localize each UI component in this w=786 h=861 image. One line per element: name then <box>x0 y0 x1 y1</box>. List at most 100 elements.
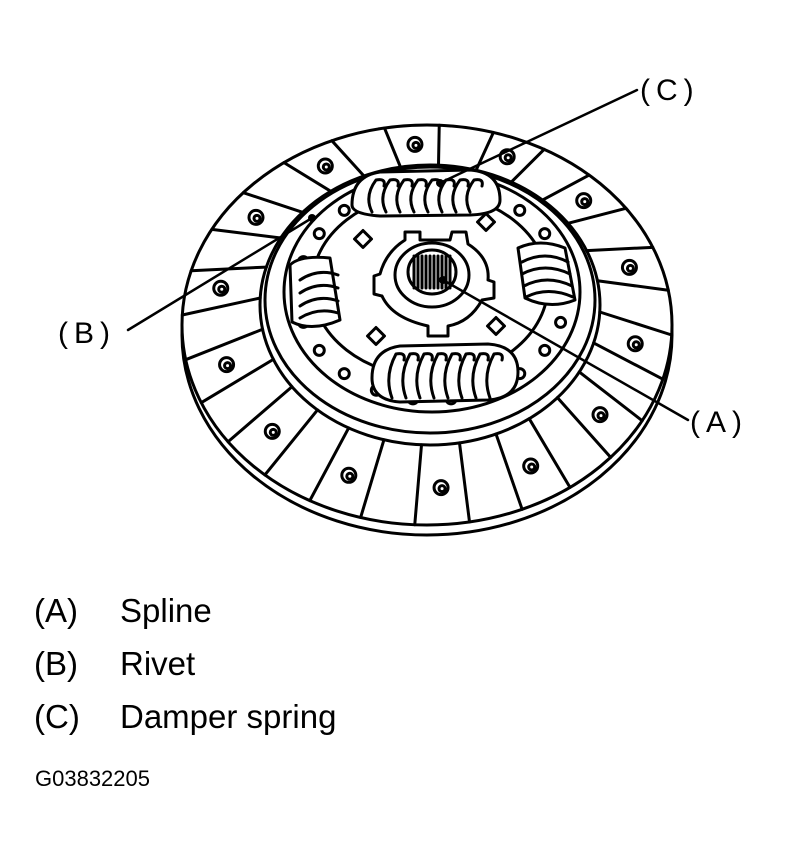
damper-spring-top <box>350 168 502 218</box>
lining-rivet <box>340 466 358 484</box>
retainer-rivet <box>312 227 326 241</box>
spring-coil <box>485 352 504 400</box>
pointer-dot-b <box>308 214 316 222</box>
legend: (A) Spline (B) Rivet (C) Damper spring <box>34 592 336 751</box>
retainer-rivet <box>538 227 552 241</box>
spring-coil <box>415 352 434 400</box>
lining-segment-line <box>577 370 644 423</box>
legend-key: (C) <box>34 698 80 735</box>
lining-rivet <box>218 356 236 374</box>
spring-coil <box>409 178 428 214</box>
lining-segment-line <box>592 341 665 381</box>
lining-segment-line <box>598 310 674 337</box>
retainer-rivet <box>337 203 351 217</box>
lining-segment-line <box>436 123 441 167</box>
retainer-rivet <box>312 343 326 357</box>
spring-coil <box>465 178 484 214</box>
lining-rivet <box>620 258 638 276</box>
window-diamond <box>476 212 496 232</box>
spring-coil <box>471 352 490 400</box>
lining-rivet-hole <box>437 484 447 494</box>
legend-row-rivet: (B) Rivet <box>34 645 336 698</box>
lining-segment-line <box>413 443 424 527</box>
lining-rivet-hole <box>321 162 331 172</box>
legend-key: (B) <box>34 645 78 682</box>
lining-rivet-hole <box>223 361 233 371</box>
lining-rivet <box>316 157 334 175</box>
lining-segment-line <box>509 147 546 184</box>
spline-bore <box>406 248 458 296</box>
lining-segment-line <box>585 245 655 253</box>
lining-rivet-hole <box>411 140 421 150</box>
hub-collar <box>393 241 471 309</box>
lining-segment-line <box>457 441 472 524</box>
leader-line-c <box>438 88 639 185</box>
figure-code: G03832205 <box>35 766 150 791</box>
lining-rivet-hole <box>527 462 537 472</box>
lining-rivet <box>522 457 540 475</box>
lining-segment-line <box>263 408 319 477</box>
retainer-rivet <box>513 203 527 217</box>
window-diamond <box>486 316 506 336</box>
lining-segment-line <box>555 396 613 459</box>
spring-coil <box>395 178 414 214</box>
lining-rivet-hole <box>268 427 278 437</box>
lining-segment-line <box>226 385 294 444</box>
lining-segment-line <box>184 327 265 362</box>
legend-label: Damper spring <box>120 698 337 735</box>
leader-line-a <box>441 278 690 422</box>
lining-segment-line <box>595 279 670 292</box>
lining-rivet <box>498 148 516 166</box>
lining-rivet <box>575 192 593 210</box>
window-diamond <box>366 326 386 346</box>
spring-coil <box>367 178 386 214</box>
lining-rivet-hole <box>217 284 227 294</box>
lining-segment-line <box>210 227 283 240</box>
legend-row-damper-spring: (C) Damper spring <box>34 698 336 751</box>
spring-coil <box>451 178 470 214</box>
lining-segment-line <box>308 426 351 503</box>
spring-coil <box>401 352 420 400</box>
callout-b: (B) <box>58 317 116 350</box>
lining-segment-line <box>527 417 572 489</box>
lining-segment-line <box>382 126 403 169</box>
legend-label: Spline <box>120 592 212 629</box>
lining-segment-line <box>241 191 305 214</box>
lining-rivet <box>247 208 265 226</box>
retainer-rivet <box>337 367 351 381</box>
lining-segment-line <box>199 357 275 405</box>
lining-rivet-hole <box>596 411 606 421</box>
legend-row-spline: (A) Spline <box>34 592 336 645</box>
lining-segment-line <box>541 173 591 202</box>
callout-a: (A) <box>690 406 748 439</box>
spring-coil <box>443 352 462 400</box>
lining-segment-line <box>494 432 524 511</box>
spring-coil <box>457 352 476 400</box>
window-diamond <box>353 229 373 249</box>
clutch-disc-diagram: (C) (B) (A) <box>58 74 748 537</box>
lining-segment-line <box>566 206 628 225</box>
lining-rivet-hole <box>625 263 635 273</box>
lining-rivet <box>212 279 230 297</box>
retainer-rivet <box>538 343 552 357</box>
lining-rivet <box>591 406 609 424</box>
lining-segment-line <box>330 139 366 178</box>
lining-rivet <box>626 335 644 353</box>
spring-coil <box>429 352 448 400</box>
spring-coil <box>381 178 400 214</box>
lining-rivet <box>432 479 450 497</box>
lining-rivets <box>212 135 644 497</box>
legend-key: (A) <box>34 592 78 629</box>
legend-label: Rivet <box>120 645 196 682</box>
lining-rivet-hole <box>503 153 513 163</box>
damper-spring-left <box>288 255 342 328</box>
lining-segment-line <box>180 296 262 317</box>
lining-rivet-hole <box>580 197 590 207</box>
lining-rivet-hole <box>631 340 641 350</box>
lining-segment-line <box>282 161 333 193</box>
pointer-dot-c <box>436 179 444 187</box>
lining-rivet <box>406 135 424 153</box>
retainer-rivet <box>554 315 568 329</box>
spring-coil <box>387 352 406 400</box>
callout-c: (C) <box>640 74 700 107</box>
